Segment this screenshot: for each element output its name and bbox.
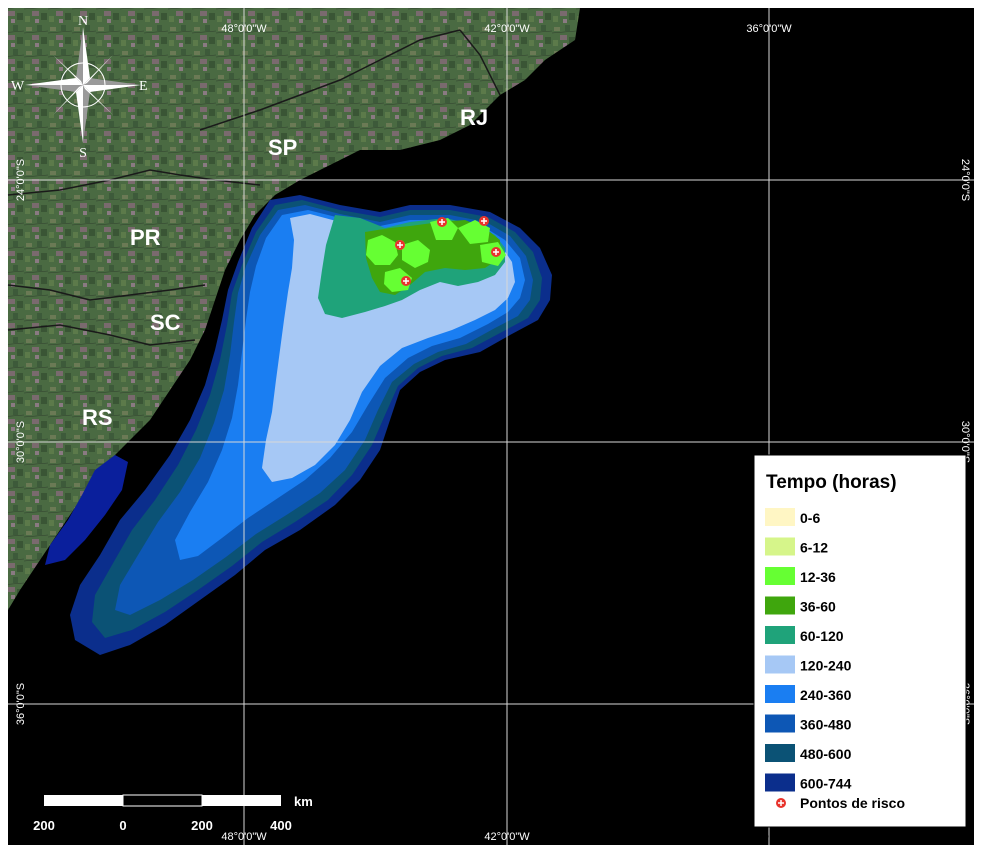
lon-label-42-bottom: 42°0'0"W [484, 831, 530, 843]
lon-label-48-bottom: 48°0'0"W [221, 831, 267, 843]
scale-bar: km 200 0 200 400 [33, 794, 313, 833]
legend-swatch [765, 537, 795, 556]
state-label-rs: RS [82, 405, 113, 430]
legend-label: 360-480 [800, 717, 852, 733]
lat-label-30-right: 30°0'0"S [959, 421, 971, 463]
scale-tick: 200 [191, 818, 213, 833]
compass-w: W [11, 79, 25, 94]
legend-swatch [765, 744, 795, 762]
lon-label-42-top: 42°0'0"W [484, 23, 530, 35]
legend-label: 60-120 [800, 628, 844, 644]
legend-label: 12-36 [800, 569, 836, 585]
state-labels: SP RJ PR SC RS [82, 105, 488, 430]
compass-n: N [78, 14, 88, 29]
lon-label-36-bottom: 36°0'0"W [746, 831, 792, 843]
legend-risk-points-label: Pontos de risco [800, 795, 905, 811]
legend-item: 120-240 [765, 655, 852, 674]
legend-item: 6-12 [765, 537, 828, 556]
coordinate-labels: 48°0'0"W 42°0'0"W 36°0'0"W 48°0'0"W 42°0… [15, 23, 971, 843]
legend-label: 36-60 [800, 599, 836, 615]
legend-items: 0-6 6-12 12-36 36-60 60-120 120-240 240-360 360… [765, 508, 852, 792]
compass-rose-icon: N S E W [11, 14, 148, 161]
legend-swatch [765, 655, 795, 674]
compass-s: S [79, 146, 87, 161]
risk-point [395, 240, 405, 250]
state-label-sc: SC [150, 310, 181, 335]
legend-item: 36-60 [765, 596, 836, 615]
lagoon [45, 455, 128, 565]
land-brazil [8, 8, 580, 610]
legend-swatch [765, 685, 795, 703]
risk-points [395, 216, 501, 286]
legend-label: 120-240 [800, 658, 852, 674]
legend-label: 6-12 [800, 540, 828, 556]
legend-item: 600-744 [765, 773, 852, 792]
legend-label: 240-360 [800, 687, 852, 703]
spill-zones [70, 195, 552, 655]
legend-label: 480-600 [800, 746, 852, 762]
scale-tick: 400 [270, 818, 292, 833]
legend-item: 0-6 [765, 508, 820, 526]
risk-point [479, 216, 489, 226]
legend-swatch [765, 508, 795, 526]
legend-item: 360-480 [765, 714, 852, 733]
legend-item: 240-360 [765, 685, 852, 703]
lon-label-36-top: 36°0'0"W [746, 23, 792, 35]
risk-point [437, 217, 447, 227]
lat-label-36-left: 36°0'0"S [15, 683, 27, 725]
legend-item-risk-points: Pontos de risco [776, 795, 905, 811]
lon-label-48-top: 48°0'0"W [221, 23, 267, 35]
legend-swatch [765, 567, 795, 585]
zone-12-36 [366, 218, 506, 292]
legend-swatch [765, 596, 795, 615]
scale-unit: km [294, 794, 313, 809]
lat-label-30-left: 30°0'0"S [15, 421, 27, 463]
legend-swatch [765, 773, 795, 792]
state-label-sp: SP [268, 135, 297, 160]
legend-label: 0-6 [800, 510, 820, 526]
state-label-pr: PR [130, 225, 161, 250]
legend: Tempo (horas) 0-6 6-12 12-36 36-60 60-120 120… [753, 454, 967, 828]
scale-tick: 0 [119, 818, 126, 833]
legend-swatch [765, 626, 795, 644]
legend-item: 480-600 [765, 744, 852, 762]
risk-point [401, 276, 411, 286]
state-borders [7, 29, 501, 346]
lat-label-24-left: 24°0'0"S [15, 159, 27, 201]
legend-item: 12-36 [765, 567, 836, 585]
legend-label: 600-744 [800, 776, 852, 792]
legend-title: Tempo (horas) [766, 472, 897, 493]
legend-item: 60-120 [765, 626, 844, 644]
lat-label-24-right: 24°0'0"S [959, 159, 971, 201]
risk-point [491, 247, 501, 257]
compass-e: E [139, 79, 148, 94]
state-label-rj: RJ [460, 105, 488, 130]
scale-tick: 200 [33, 818, 55, 833]
legend-swatch [765, 714, 795, 733]
